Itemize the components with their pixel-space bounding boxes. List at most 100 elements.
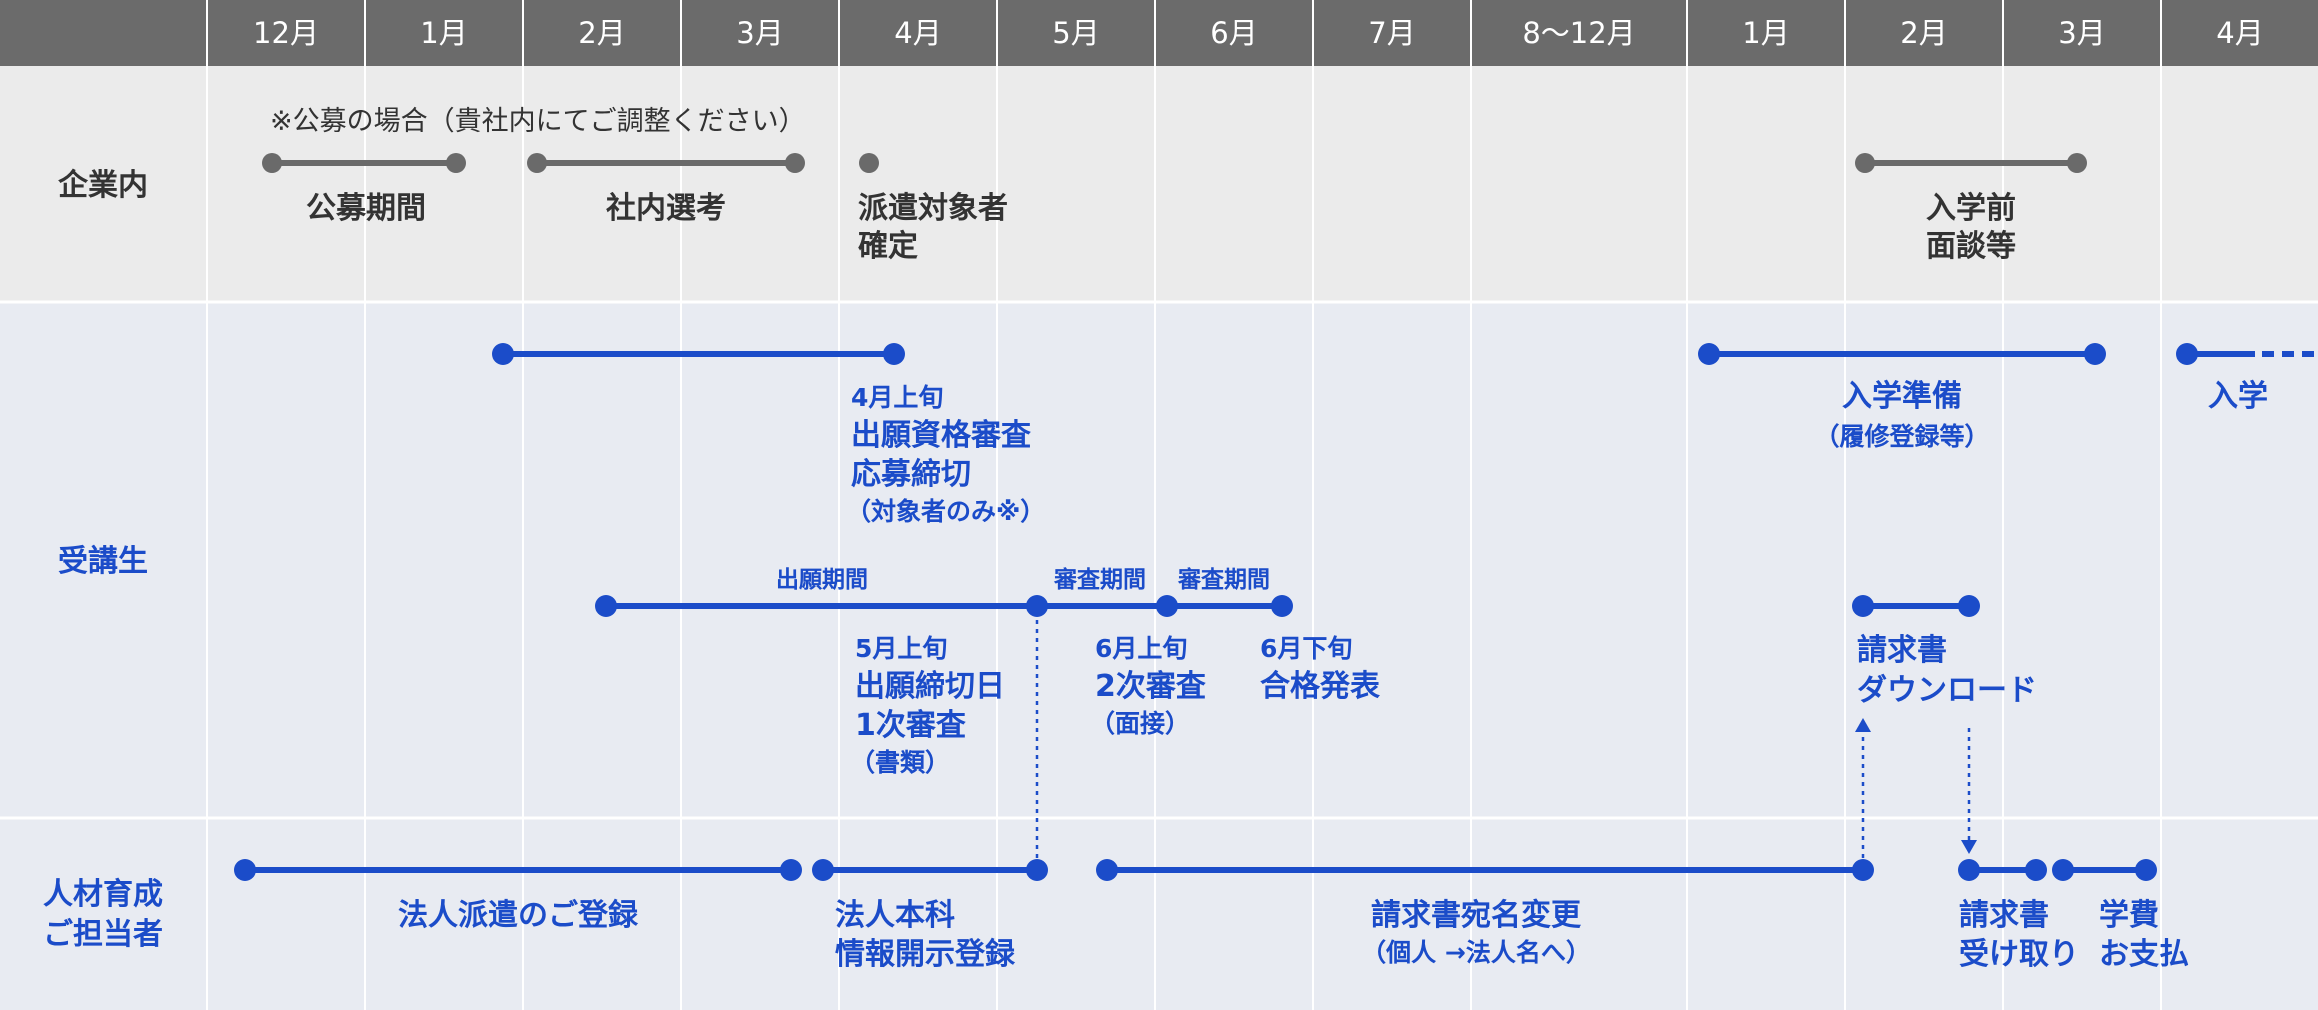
month-label: 6月 [1210, 16, 1257, 50]
timeline-dot [812, 859, 834, 881]
month-label: 5月 [1052, 16, 1099, 50]
timeline-dot [1026, 859, 1048, 881]
internal-selection-label: 社内選考 [606, 191, 726, 226]
student-band [0, 302, 2318, 818]
timeline-dot [2025, 859, 2047, 881]
timeline-dot [1852, 859, 1874, 881]
row-label-student: 受講生 [58, 544, 148, 579]
column-separators [206, 0, 2162, 1010]
jun2-label-1: 6月下旬 [1260, 634, 1352, 663]
month-label: 2月 [1900, 16, 1947, 50]
receive-label-2: 受け取り [1959, 937, 2079, 972]
header-band [0, 0, 2318, 66]
month-label: 12月 [253, 16, 319, 50]
row-label-hr-1: 人材育成 [43, 877, 163, 912]
honka-label-2: 情報開示登録 [835, 937, 1016, 972]
timeline-dot [1855, 153, 1875, 173]
company-band [0, 66, 2318, 302]
corp-reg-label: 法人派遣のご登録 [398, 898, 639, 933]
hr-timelines [234, 859, 2157, 881]
jun2-label-2: 合格発表 [1260, 669, 1380, 704]
timeline-dot [1852, 595, 1874, 617]
timeline-dot [1156, 595, 1178, 617]
month-label: 7月 [1368, 16, 1415, 50]
prep-label-1: 入学準備 [1842, 379, 1962, 414]
month-label: 4月 [2216, 16, 2263, 50]
may-label-2: 出願締切日 [855, 669, 1005, 704]
arrow-up-icon [1855, 718, 1871, 732]
timeline-dot [527, 153, 547, 173]
timeline-dot [595, 595, 617, 617]
may-label-1: 5月上旬 [855, 634, 947, 663]
month-header: 12月 1月 2月 3月 4月 5月 6月 7月 8〜12月 1月 2月 3月 … [253, 16, 2264, 50]
apr-label-4: （対象者のみ※） [846, 497, 1045, 526]
invoice-dl-label-2: ダウンロード [1857, 673, 2037, 708]
timeline-dot [1096, 859, 1118, 881]
dispatch-label-2: 確定 [858, 229, 918, 264]
dotted-connectors [1035, 620, 1971, 858]
jun1-label-1: 6月上旬 [1095, 634, 1187, 663]
rename-label-1: 請求書宛名変更 [1371, 898, 1582, 933]
arrow-heads [1855, 718, 1977, 854]
company-timelines [262, 153, 2087, 173]
prep-label-2: （履修登録等） [1814, 422, 1989, 451]
pre-interview-label-2: 面談等 [1926, 229, 2016, 264]
month-label: 8〜12月 [1522, 16, 1635, 50]
timeline-dot [780, 859, 802, 881]
row-label-hr-2: ご担当者 [43, 917, 163, 952]
month-label: 2月 [578, 16, 625, 50]
receive-label-1: 請求書 [1959, 898, 2049, 933]
timeline-dot [2176, 343, 2198, 365]
invoice-dl-label-1: 請求書 [1857, 633, 1947, 668]
may-label-4: （書類） [850, 748, 950, 777]
month-label: 1月 [1742, 16, 1789, 50]
rename-label-2: （個人 →法人名へ） [1361, 938, 1591, 967]
student-labels: 4月上旬 出願資格審査 応募締切 （対象者のみ※） 入学準備 （履修登録等） 入… [776, 379, 2268, 777]
timeline-dot [1026, 595, 1048, 617]
row-separators [0, 300, 2318, 820]
honka-label-1: 法人本科 [835, 898, 955, 933]
timeline-dot [883, 343, 905, 365]
timeline-dot [2052, 859, 2074, 881]
company-note: ※公募の場合（貴社内にてご調整ください） [270, 106, 806, 137]
timeline-dot [2084, 343, 2106, 365]
month-label: 1月 [420, 16, 467, 50]
timeline-dot [785, 153, 805, 173]
apr-label-3: 応募締切 [851, 457, 971, 492]
review-period-label-1: 審査期間 [1053, 566, 1146, 593]
jun1-label-2: 2次審査 [1095, 669, 1206, 704]
dispatch-label-1: 派遣対象者 [858, 191, 1008, 226]
timeline-dot [2135, 859, 2157, 881]
timeline-dot [446, 153, 466, 173]
apr-label-2: 出願資格審査 [851, 418, 1031, 453]
timeline-dot [1958, 595, 1980, 617]
review-period-label-2: 審査期間 [1177, 566, 1270, 593]
apply-period-label: 出願期間 [776, 567, 868, 593]
row-labels: 企業内 受講生 人材育成 ご担当者 [43, 168, 163, 952]
company-labels: ※公募の場合（貴社内にてご調整ください） 公募期間 社内選考 派遣対象者 確定 … [270, 106, 2016, 264]
timeline-dot [262, 153, 282, 173]
pay-label-1: 学費 [2099, 898, 2159, 933]
arrow-down-icon [1961, 840, 1977, 854]
recruit-period-label: 公募期間 [306, 191, 426, 226]
student-timelines [492, 343, 2318, 617]
timeline-dot [1698, 343, 1720, 365]
hr-labels: 法人派遣のご登録 法人本科 情報開示登録 請求書宛名変更 （個人 →法人名へ） … [398, 898, 2189, 972]
timeline-dot [2067, 153, 2087, 173]
timeline-dot [1271, 595, 1293, 617]
month-label: 3月 [2058, 16, 2105, 50]
jun1-label-3: （面接） [1090, 709, 1190, 738]
pre-interview-label-1: 入学前 [1926, 191, 2016, 226]
enroll-label: 入学 [2208, 379, 2268, 414]
apr-label-1: 4月上旬 [851, 383, 943, 412]
pay-label-2: お支払 [2099, 937, 2189, 972]
month-label: 3月 [736, 16, 783, 50]
dispatch-confirm-dot [859, 153, 879, 173]
timeline-dot [492, 343, 514, 365]
hr-band [0, 818, 2318, 1010]
month-label: 4月 [894, 16, 941, 50]
row-label-company: 企業内 [58, 168, 148, 203]
may-label-3: 1次審査 [855, 708, 966, 743]
